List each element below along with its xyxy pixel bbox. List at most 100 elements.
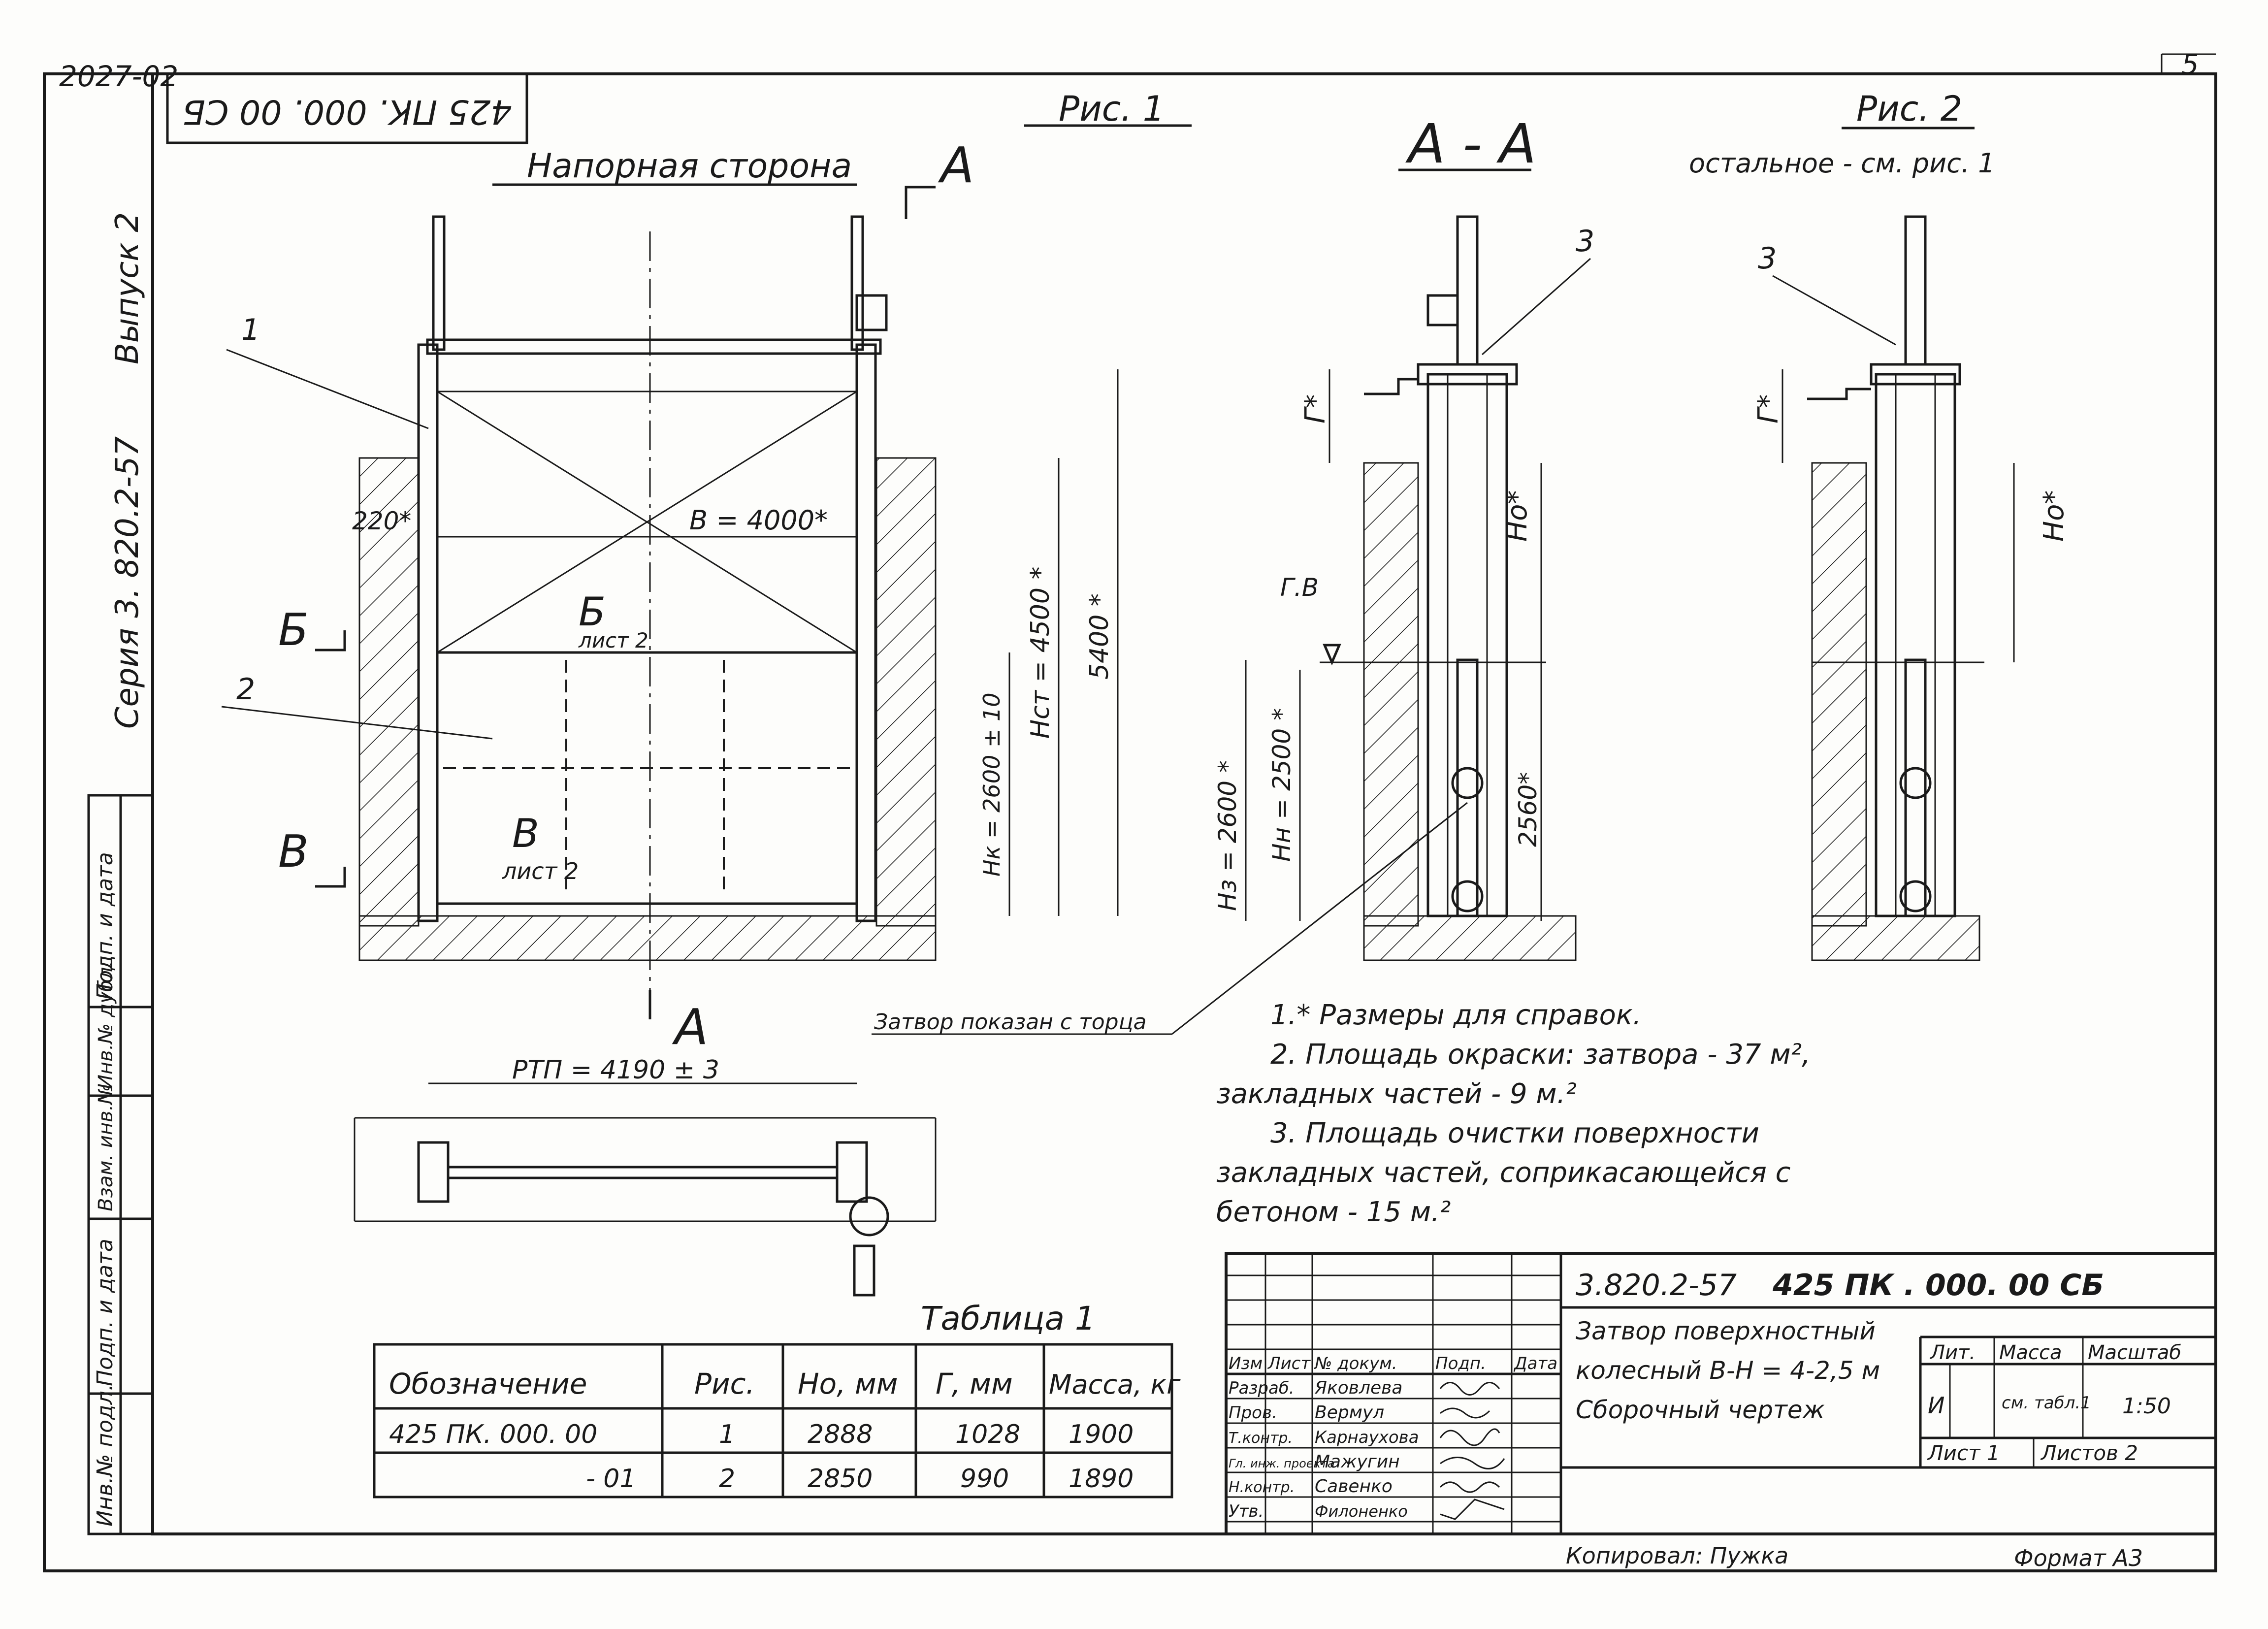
left-guide bbox=[417, 343, 439, 922]
note-1: 1.* Размеры для справок. bbox=[1270, 999, 1642, 1031]
ref-v-sheet: лист 2 bbox=[502, 858, 579, 884]
tb-col-sign: Подп. bbox=[1435, 1354, 1486, 1373]
signature-4 bbox=[1439, 1481, 1500, 1493]
aa-guide bbox=[1426, 373, 1508, 917]
side-stamp: Подп. и дата Инв.№ дубл. Взам. инв.№ Под… bbox=[87, 794, 154, 1535]
td-r2-fig: 2 bbox=[719, 1464, 735, 1494]
aa-dim-hz: Нз = 2600 * bbox=[1213, 760, 1242, 911]
fig2-guide bbox=[1875, 373, 1956, 917]
td-r2-designation: - 01 bbox=[586, 1464, 636, 1494]
note-2: 2. Площадь окраски: затвора - 37 м², зак… bbox=[1216, 1039, 1819, 1110]
ref-b: Б bbox=[579, 589, 606, 635]
fig2-wheel-upper bbox=[1899, 767, 1932, 799]
td-r1-g: 1028 bbox=[955, 1420, 1020, 1449]
tb-role-1: Пров. bbox=[1229, 1403, 1277, 1423]
th-designation: Обозначение bbox=[389, 1367, 587, 1401]
aa-dim-ho: Но* bbox=[1501, 490, 1533, 542]
tb-mass-label: Масса bbox=[1999, 1341, 2062, 1364]
dim-hk: Нк = 2600 ± 10 bbox=[978, 692, 1005, 877]
tb-sheets-label: Листов 2 bbox=[2040, 1441, 2138, 1465]
callout-2: 2 bbox=[236, 672, 255, 707]
stamp-sign-date-2: Подп. и дата bbox=[93, 1238, 118, 1386]
section-aa: А - А Г.В 3 Г* Но* Нз = 2600 * Нн = 2500… bbox=[872, 112, 1594, 1035]
tb-role-3: Гл. инж. проекта bbox=[1229, 1457, 1335, 1470]
plan-shaft bbox=[447, 1166, 839, 1179]
signature-3 bbox=[1440, 1457, 1505, 1469]
fig2-note: остальное - см. рис. 1 bbox=[1689, 148, 1995, 179]
tb-name-line2: колесный В-Н = 4-2,5 м bbox=[1576, 1356, 1880, 1385]
dim-rtp: РТП = 4190 ± 3 bbox=[512, 1055, 719, 1085]
table-1: Таблица 1 Обозначение Рис. Но, мм Г, мм … bbox=[373, 1300, 1181, 1499]
tb-role-4: Н.контр. bbox=[1229, 1479, 1295, 1496]
td-r1-mass: 1900 bbox=[1069, 1420, 1134, 1449]
tb-name-4: Савенко bbox=[1315, 1476, 1393, 1497]
aa-wheel-upper bbox=[1451, 767, 1484, 799]
tb-role-2: Т.контр. bbox=[1229, 1430, 1293, 1447]
cut-v: В bbox=[278, 826, 309, 878]
fig1-title: Рис. 1 bbox=[1059, 89, 1165, 129]
aa-callout-3: 3 bbox=[1576, 224, 1594, 259]
stamp-dup-inv: Инв.№ дубл. bbox=[95, 961, 117, 1089]
tb-col-doc: № докум. bbox=[1314, 1354, 1397, 1373]
tb-designation: 425 ПК . 000. 00 СБ bbox=[1772, 1268, 2104, 1303]
callout-1: 1 bbox=[241, 313, 260, 347]
aa-dim-g: Г* bbox=[1299, 394, 1331, 424]
td-r2-ho: 2850 bbox=[808, 1464, 873, 1494]
aa-wheel-lower bbox=[1451, 880, 1484, 912]
fig2-dim-g: Г* bbox=[1752, 394, 1784, 424]
tb-col-izm: Изм bbox=[1229, 1354, 1263, 1373]
dim-5400: 5400 * bbox=[1085, 593, 1114, 680]
note-3: 3. Площадь очистки поверхности закладных… bbox=[1216, 1117, 1799, 1228]
fig2-title: Рис. 2 bbox=[1856, 89, 1962, 129]
tb-name-3: Мажугин bbox=[1315, 1452, 1400, 1472]
sheet-number: 5 bbox=[2181, 49, 2199, 81]
td-r1-designation: 425 ПК. 000. 00 bbox=[389, 1420, 597, 1449]
tb-name-line1: Затвор поверхностный bbox=[1576, 1317, 1876, 1345]
tb-lit-value: И bbox=[1928, 1392, 1944, 1419]
mirrored-code-box bbox=[166, 72, 528, 144]
section-letter-bottom: А bbox=[672, 998, 708, 1056]
right-guide bbox=[855, 343, 877, 922]
series-label: Серия 3. 820.2-57 bbox=[109, 436, 146, 729]
title-block: Изм Лист № докум. Подп. Дата Разраб. Яко… bbox=[1225, 1252, 2217, 1571]
top-beam bbox=[426, 338, 882, 355]
tb-role-0: Разраб. bbox=[1229, 1378, 1295, 1398]
tb-name-2: Карнаухова bbox=[1315, 1428, 1419, 1447]
tb-copied: Копировал: Пужка bbox=[1566, 1542, 1788, 1569]
tb-code: 3.820.2-57 bbox=[1576, 1268, 1737, 1303]
plan-view: РТП = 4190 ± 3 bbox=[354, 1055, 937, 1297]
th-fig: Рис. bbox=[694, 1367, 755, 1401]
fig2-wheel-lower bbox=[1899, 880, 1932, 912]
tb-format: Формат А3 bbox=[2014, 1545, 2143, 1571]
gate-leaf bbox=[436, 651, 858, 905]
dim-220: 220* bbox=[352, 507, 411, 535]
th-mass: Масса, кг bbox=[1049, 1369, 1181, 1400]
signature-0 bbox=[1439, 1382, 1500, 1396]
figure-1: Рис. 1 Напорная сторона А А В = 40 bbox=[221, 89, 1192, 1056]
stamp-replace-inv: Взам. инв.№ bbox=[95, 1084, 117, 1211]
water-level: Г.В bbox=[1280, 573, 1319, 602]
section-letter-top: А bbox=[938, 136, 974, 194]
drive-motor bbox=[855, 294, 888, 331]
aa-leaf bbox=[1456, 658, 1479, 917]
stamp-sign-date-1: Подп. и дата bbox=[93, 852, 118, 1000]
fig2-callout-3: 3 bbox=[1758, 241, 1777, 276]
tb-scale-label: Масштаб bbox=[2088, 1341, 2181, 1364]
th-g: Г, мм bbox=[936, 1367, 1013, 1401]
right-wall bbox=[875, 457, 937, 927]
aa-dim-hn: Нн = 2500 * bbox=[1267, 708, 1296, 862]
tb-name-0: Яковлева bbox=[1314, 1378, 1402, 1398]
ref-v: В bbox=[512, 811, 539, 856]
figure-2: Рис. 2 остальное - см. рис. 1 3 Г* Но* bbox=[1689, 89, 2070, 961]
aa-dim-2560: 2560* bbox=[1514, 772, 1542, 847]
tb-name-line3: Сборочный чертеж bbox=[1576, 1396, 1825, 1424]
issue-label: Выпуск 2 bbox=[109, 212, 146, 364]
ref-b-sheet: лист 2 bbox=[578, 628, 648, 652]
tb-sheet-label: Лист 1 bbox=[1927, 1441, 2000, 1465]
td-r1-ho: 2888 bbox=[808, 1420, 873, 1449]
tb-name-1: Вермул bbox=[1315, 1402, 1384, 1423]
td-r2-g: 990 bbox=[960, 1464, 1009, 1494]
dim-width: В = 4000* bbox=[689, 505, 828, 536]
dim-hst: Нст = 4500 * bbox=[1026, 567, 1055, 739]
